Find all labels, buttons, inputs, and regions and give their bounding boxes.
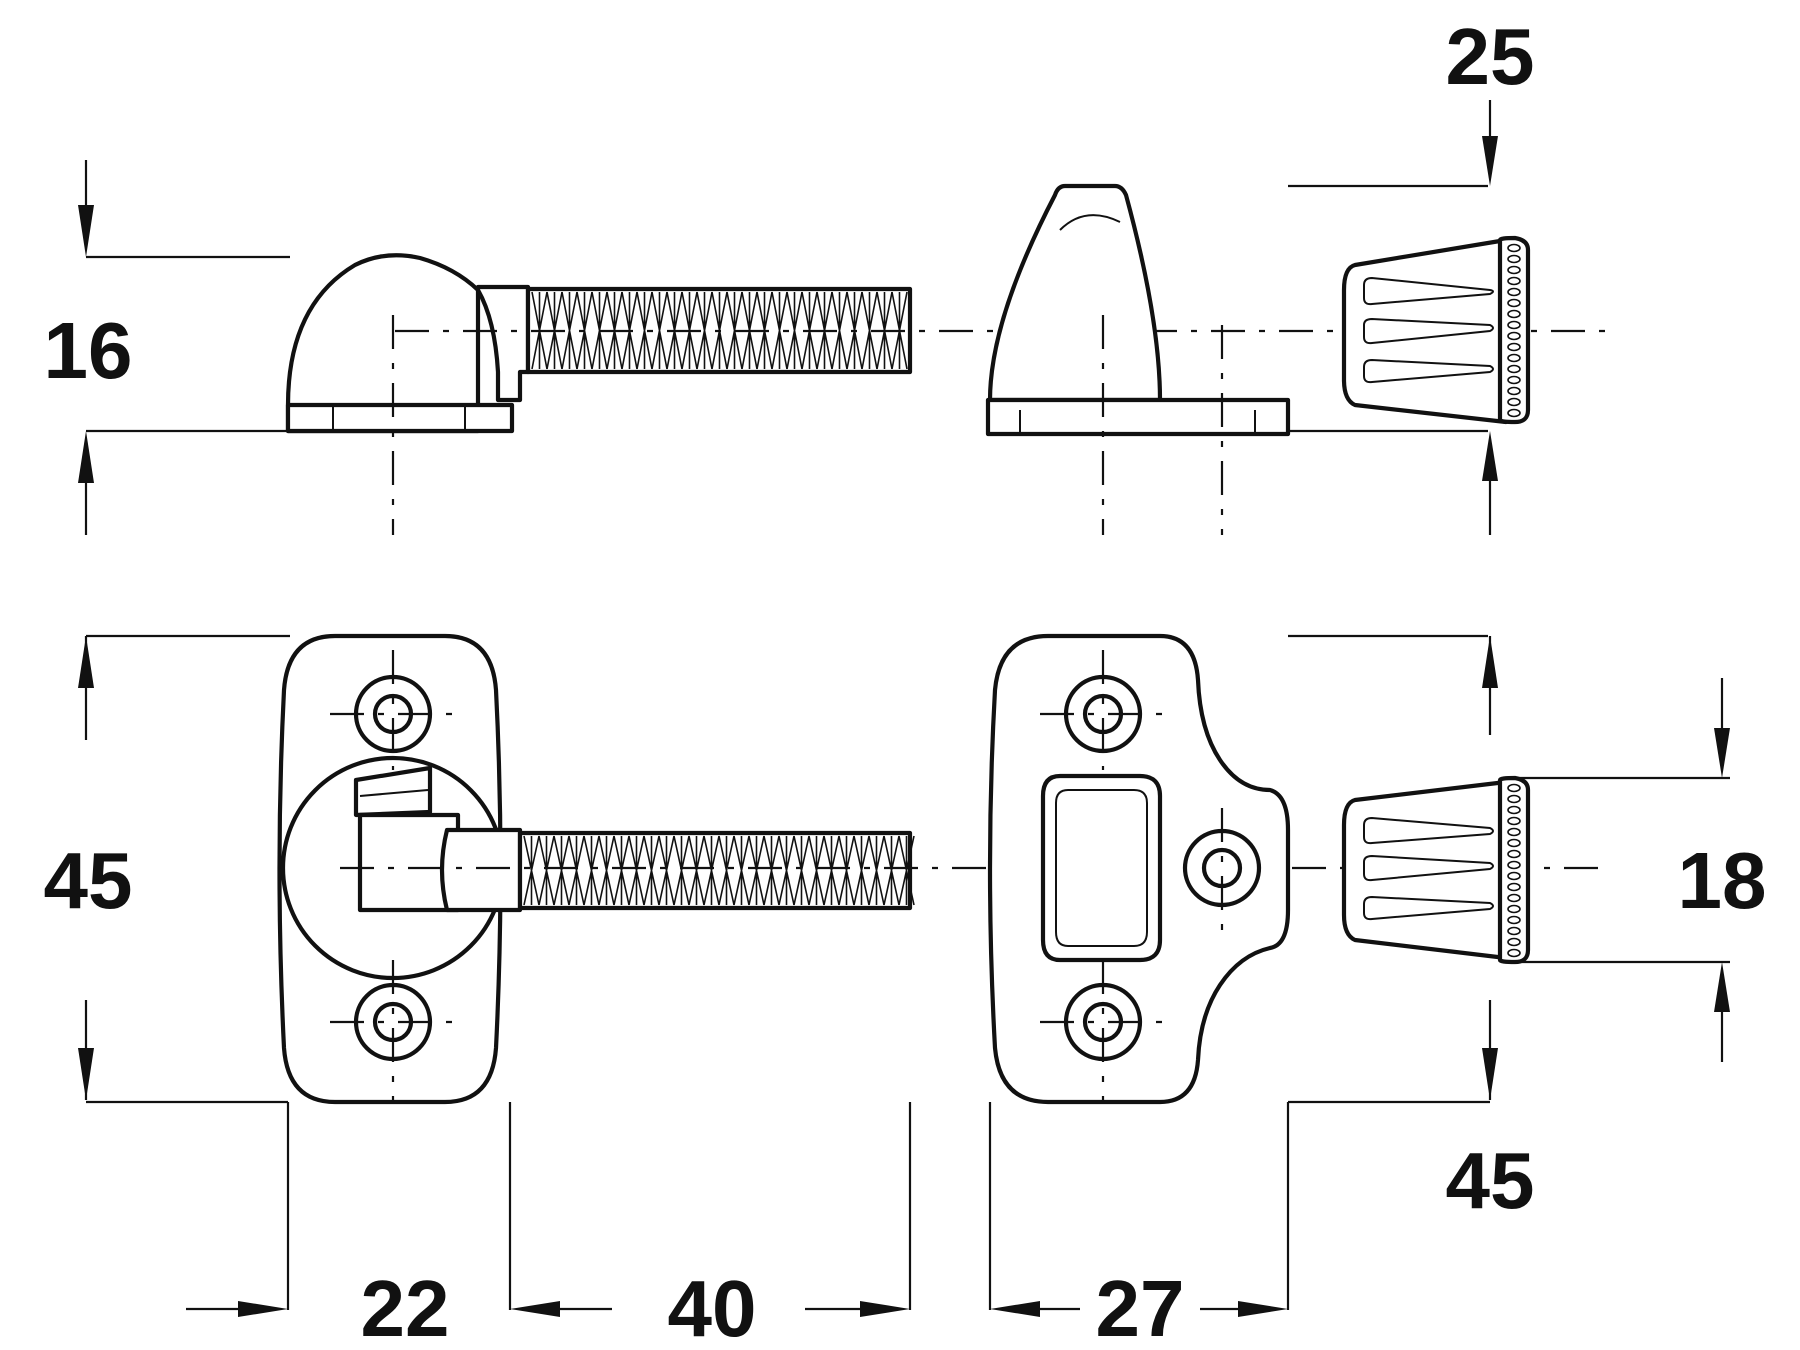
dimension-27: 27 (988, 1102, 1290, 1350)
front-view-row: 45 (44, 633, 1766, 1350)
keeper-screw-hole-bottom (1040, 960, 1165, 1102)
dimension-22: 22 (86, 1100, 512, 1350)
bolt-front-view (277, 633, 915, 1105)
keeper-side-view (985, 183, 1291, 535)
dimension-45-left: 45 (44, 634, 290, 1100)
dimension-45-right: 45 (1288, 634, 1535, 1225)
keeper-screw-hole-side (1182, 808, 1262, 930)
dim-label-45-left: 45 (44, 836, 133, 925)
screw-hole-top (330, 650, 455, 770)
dimension-18: 18 (1515, 678, 1766, 1062)
dimension-40: 40 (510, 1102, 912, 1350)
dim-label-40: 40 (668, 1264, 757, 1350)
dimension-16: 16 (44, 160, 290, 535)
dim-label-22: 22 (361, 1264, 450, 1350)
keeper-screw-hole-top (1040, 650, 1165, 770)
keeper-front-view (987, 633, 1291, 1105)
bolt-side-view (285, 253, 913, 535)
knurl-side (1507, 243, 1521, 418)
dim-label-16: 16 (44, 306, 133, 395)
thread-front (523, 835, 915, 906)
knurl-front (1507, 783, 1521, 958)
dimension-25: 25 (1288, 12, 1534, 535)
dim-label-25: 25 (1446, 12, 1535, 101)
dim-label-18: 18 (1678, 836, 1767, 925)
dim-label-27: 27 (1096, 1264, 1185, 1350)
side-view-row: 16 (44, 12, 1610, 535)
screw-hole-bottom (330, 960, 455, 1102)
knob-side-view (1341, 235, 1531, 425)
dim-label-45-right: 45 (1446, 1136, 1535, 1225)
knob-front-view (1341, 775, 1531, 965)
